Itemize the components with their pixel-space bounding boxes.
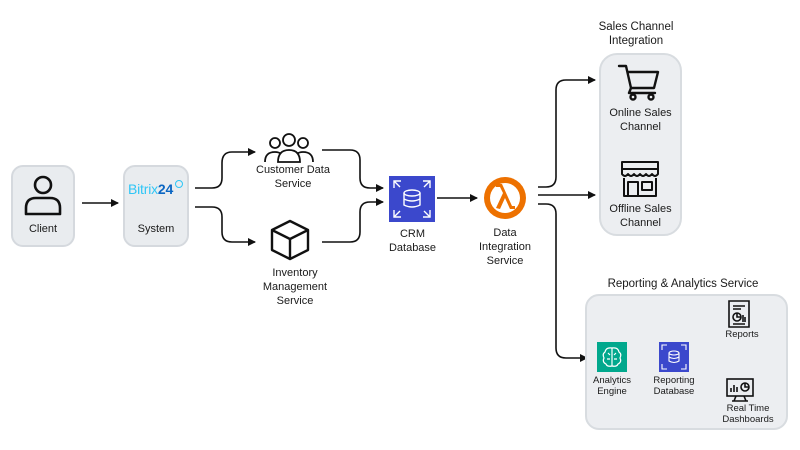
- online-sales-channel-label: Online Sales Channel: [609, 107, 672, 133]
- analytics-engine-label: Analytics Engine: [592, 375, 631, 397]
- reports-label: Reports: [725, 329, 759, 340]
- brain-chip-icon[interactable]: [597, 342, 627, 372]
- person-icon: [24, 175, 62, 216]
- database-icon[interactable]: [659, 342, 689, 372]
- cube-icon: [270, 219, 310, 261]
- lambda-icon[interactable]: [482, 175, 528, 221]
- reporting-analytics-title: Reporting & Analytics Service: [607, 278, 759, 290]
- sales-channel-integration-title: Sales Channel Integration: [598, 21, 674, 47]
- report-icon: [728, 300, 750, 328]
- cart-icon: [617, 64, 660, 101]
- dashboard-icon: [726, 378, 754, 402]
- storefront-icon: [621, 161, 659, 197]
- data-integration-service-label: Data Integration Service: [479, 227, 531, 267]
- arrow-system-customer: [195, 148, 256, 189]
- system-node[interactable]: [123, 165, 189, 247]
- real-time-dashboards-label: Real Time Dashboards: [722, 403, 774, 425]
- client-label: Client: [28, 223, 58, 235]
- arrow-inventory-crm: [322, 198, 384, 243]
- database-icon[interactable]: [389, 176, 435, 222]
- system-label: System: [137, 223, 175, 235]
- crm-database-label: CRM Database: [388, 228, 437, 254]
- arrow-dis-online: [538, 76, 596, 188]
- offline-sales-channel-label: Offline Sales Channel: [609, 203, 672, 229]
- bitrix24-logo: Bitrix24: [128, 180, 184, 197]
- group-icon: [264, 133, 314, 163]
- client-node[interactable]: [11, 165, 75, 247]
- arrow-customer-crm: [322, 149, 384, 192]
- arrow-dis-reporting: [538, 203, 588, 362]
- sales-channel-panel: [599, 53, 682, 236]
- customer-data-service-label: Customer Data Service: [256, 164, 330, 190]
- inventory-management-service-label: Inventory Management Service: [262, 267, 328, 307]
- reporting-database-label: Reporting Database: [653, 375, 695, 397]
- arrow-system-inventory: [195, 206, 256, 246]
